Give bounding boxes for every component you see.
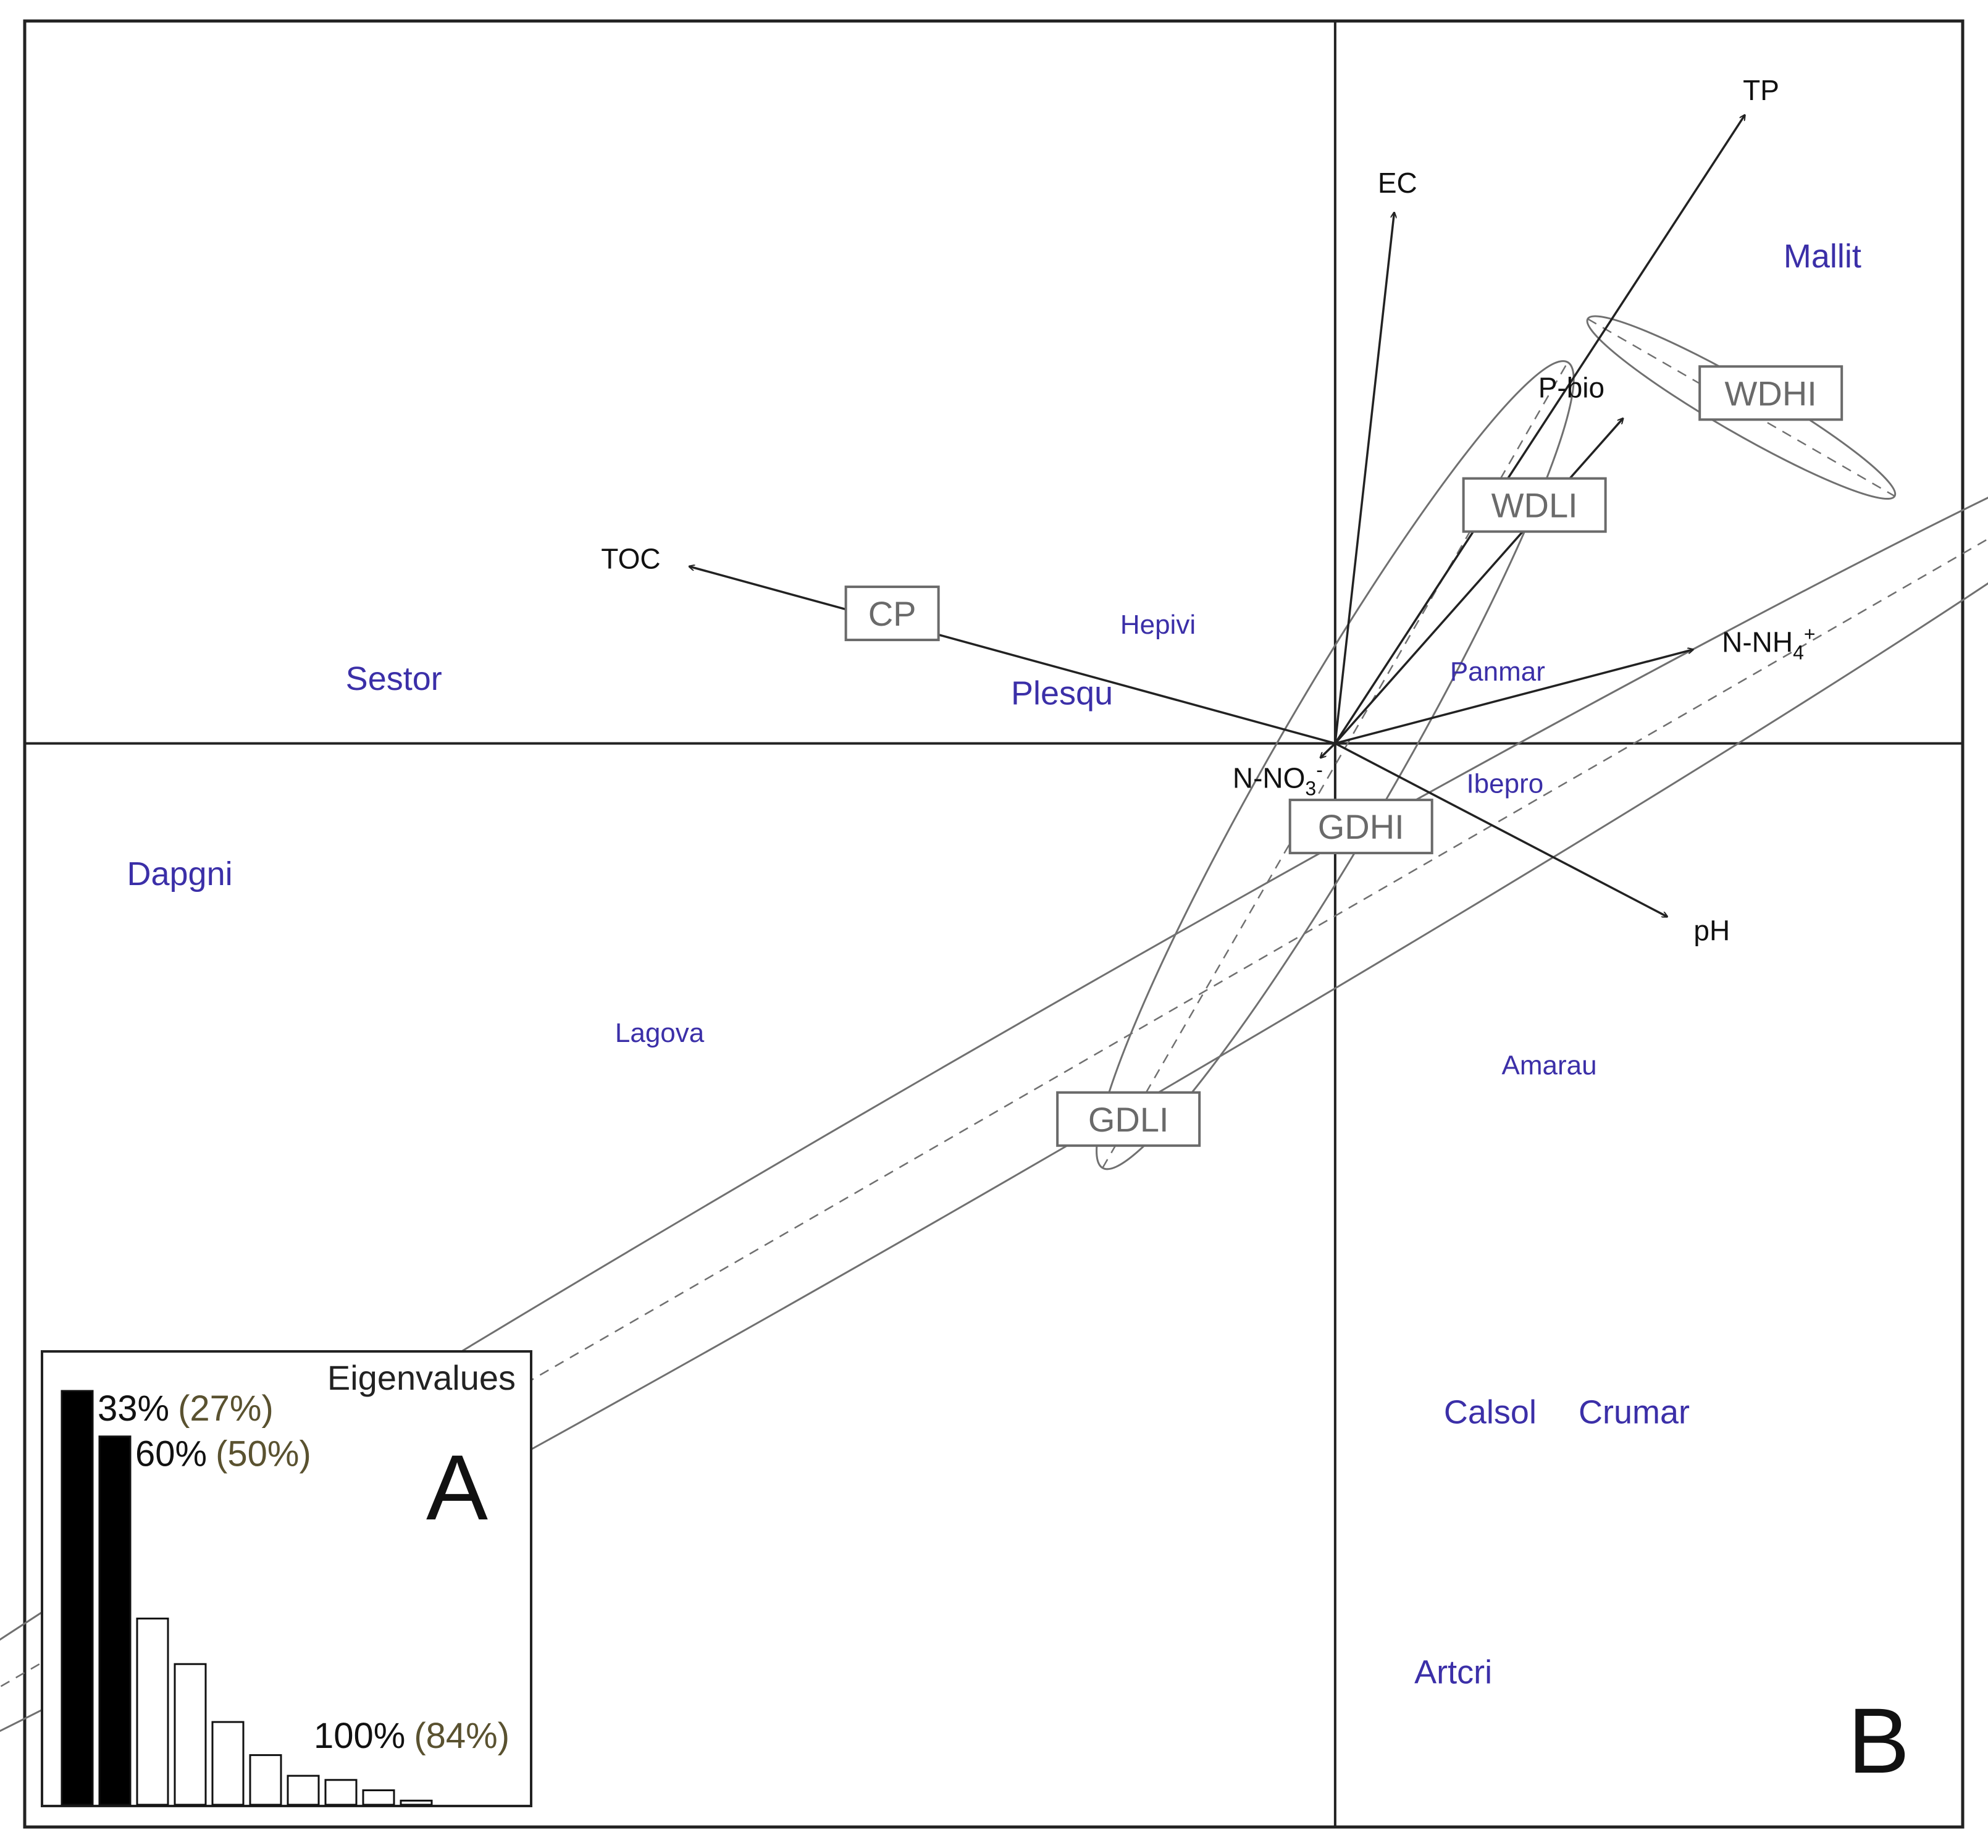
arrow-p-bio	[1334, 418, 1623, 744]
group-box-outline	[844, 586, 940, 642]
eigenvalue-bar	[211, 1721, 245, 1806]
variable-label-n-nh: N-NH4+	[1722, 623, 1815, 663]
species-label-plesqu: Plesqu	[1011, 675, 1113, 712]
eigenvalue-title: Eigenvalues	[327, 1358, 516, 1397]
group-label: GDLI	[1088, 1100, 1169, 1139]
variable-label-toc: TOC	[601, 542, 660, 574]
variable-name: pH	[1693, 915, 1730, 947]
variable-label-p-bio: P-bio	[1538, 371, 1604, 403]
eigenvalue-bar	[136, 1618, 169, 1806]
group-box-outline	[1698, 365, 1843, 421]
percent-in-parentheses: (84%)	[414, 1716, 510, 1756]
eigenvalue-bar	[287, 1774, 320, 1806]
species-label-sestor: Sestor	[346, 660, 442, 697]
panel-a-label: A	[426, 1435, 488, 1539]
group-label: WDHI	[1725, 374, 1817, 413]
variable-name: EC	[1378, 167, 1417, 199]
arrow-ec	[1334, 212, 1395, 744]
group-box-outline	[1288, 799, 1433, 855]
group-box-outline	[1462, 477, 1607, 533]
species-label-artcri: Artcri	[1414, 1653, 1492, 1690]
variable-name: TP	[1743, 74, 1779, 106]
group-label: WDLI	[1491, 486, 1578, 525]
species-label-amarau: Amarau	[1502, 1050, 1597, 1080]
arrow-toc	[689, 566, 1336, 745]
group-labels: CP WDHI WDLI GDHI GDLI	[844, 365, 1843, 1147]
cumulative-percent: 100%	[314, 1716, 405, 1756]
cumulative-percent: 60%	[135, 1434, 207, 1474]
variable-superscript: -	[1316, 759, 1323, 781]
species-label-crumar: Crumar	[1579, 1393, 1690, 1430]
ellipse-gdhi	[1096, 360, 1575, 1170]
eigenvalue-bar	[249, 1754, 282, 1806]
variable-name: N-NH	[1722, 626, 1793, 658]
species-label-calsol: Calsol	[1444, 1393, 1537, 1430]
variable-label-tp: TP	[1743, 74, 1779, 106]
variable-subscript: 4	[1793, 641, 1804, 663]
arrow-n-nh	[1335, 650, 1693, 745]
arrow-ph	[1335, 742, 1667, 918]
eigenvalue-inset: Eigenvalues 33%(27%) 60%(50%) 100%(84%) A	[41, 1350, 532, 1807]
variable-name: P-bio	[1538, 371, 1604, 403]
group-label: GDHI	[1318, 807, 1404, 846]
eigenvalue-bar	[98, 1435, 132, 1806]
group-box-cp: CP	[844, 586, 940, 642]
variable-label-ec: EC	[1378, 167, 1417, 199]
group-box-wdhi: WDHI	[1698, 365, 1843, 421]
variable-label-ph: pH	[1693, 915, 1730, 947]
species-label-panmar: Panmar	[1450, 657, 1545, 687]
ellipse-outline	[0, 408, 1988, 1837]
percent-in-parentheses: (50%)	[216, 1434, 311, 1474]
eigenvalue-bars	[61, 1390, 433, 1806]
species-label-lagova: Lagova	[615, 1018, 705, 1048]
group-label: CP	[868, 594, 916, 633]
species-label-ibepro: Ibepro	[1466, 768, 1543, 799]
group-box-gdli: GDLI	[1056, 1091, 1201, 1147]
variable-subscript: 3	[1305, 778, 1316, 800]
species-label-mallit: Mallit	[1784, 238, 1861, 275]
variable-label-n-no: N-NO3-	[1233, 759, 1323, 800]
panel-b-label: B	[1848, 1689, 1910, 1792]
eigenvalue-annotations: 33%(27%) 60%(50%) 100%(84%)	[98, 1388, 510, 1756]
group-box-gdhi: GDHI	[1288, 799, 1433, 855]
percent-in-parentheses: (27%)	[178, 1388, 274, 1429]
variable-name: TOC	[601, 542, 660, 574]
eigenvalue-bar	[61, 1390, 94, 1806]
eigenvalue-annotation: 33%(27%)	[98, 1388, 274, 1429]
species-label-hepivi: Hepivi	[1120, 610, 1196, 640]
arrow-n-no	[1320, 742, 1336, 758]
variable-superscript: +	[1804, 623, 1816, 645]
variable-name: N-NO	[1233, 762, 1306, 794]
cumulative-percent: 33%	[98, 1388, 169, 1429]
group-box-outline	[1056, 1091, 1201, 1147]
eigenvalue-bar	[400, 1799, 433, 1806]
species-label-dapgni: Dapgni	[127, 855, 232, 892]
eigenvalue-annotation: 100%(84%)	[314, 1716, 510, 1756]
group-box-wdli: WDLI	[1462, 477, 1607, 533]
plot-frame	[23, 19, 1965, 1829]
eigenvalue-annotation: 60%(50%)	[135, 1434, 311, 1474]
eigenvalue-bar	[324, 1779, 358, 1806]
arrow-tp	[1334, 115, 1745, 744]
eigenvalue-bar	[362, 1789, 395, 1806]
eigenvalue-bar	[174, 1663, 207, 1806]
